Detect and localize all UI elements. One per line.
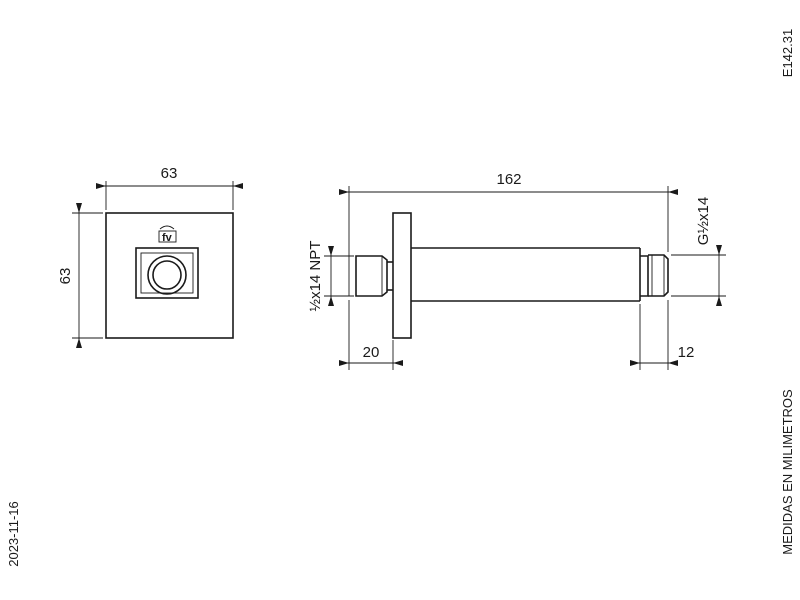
units-note: MEDIDAS EN MILIMETROS: [780, 389, 795, 555]
outlet-square-outer: [135, 247, 199, 299]
side-view: 162 20 12 ½x14 NPT G½x14: [307, 171, 726, 370]
outlet-ring-inner: [152, 260, 182, 290]
total-length-label: 162: [496, 171, 521, 188]
inlet-thread-label: ½x14 NPT: [307, 241, 324, 312]
outlet-square-inner: [140, 252, 194, 294]
outlet-connector: [648, 254, 669, 297]
flange-offset-label: 20: [363, 344, 380, 361]
fv-logo: fv: [158, 225, 177, 244]
outlet-thread-label: G½x14: [695, 197, 712, 245]
front-plate-outline: [105, 212, 234, 339]
front-height-label: 63: [57, 268, 74, 285]
drawing-date: 2023-11-16: [6, 501, 21, 567]
front-width-label: 63: [161, 165, 178, 182]
outlet-ring-outer: [147, 255, 187, 295]
outlet-length-label: 12: [678, 344, 695, 361]
front-view: fv 63 63: [57, 165, 243, 348]
flange: [392, 212, 412, 339]
logo-text: fv: [162, 232, 173, 244]
drawing-code: E142.31: [780, 29, 795, 77]
